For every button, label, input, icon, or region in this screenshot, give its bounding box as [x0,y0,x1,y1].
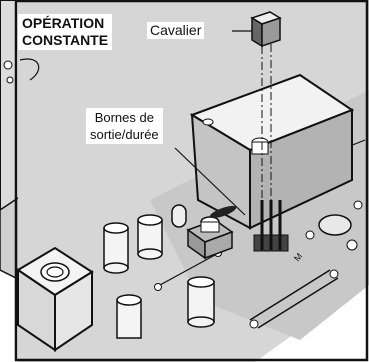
title-line-2: CONSTANTE [22,32,109,48]
led-and-button [171,204,237,260]
title-line-1: OPÉRATION [22,15,105,31]
terminals-label-line-2: sortie/durée [90,127,159,142]
jumper-label: Cavalier [147,22,205,39]
terminals-label: Bornes de sortie/durée [86,108,163,144]
jumper-cap [250,11,282,48]
terminals-label-line-1: Bornes de [94,110,154,125]
capacitors [103,214,215,339]
terminals-leader-line [174,147,246,216]
transformer-cube [16,246,94,352]
relay-block [189,73,355,230]
diagram-frame [14,0,369,362]
mode-title: OPÉRATION CONSTANTE [18,14,113,50]
